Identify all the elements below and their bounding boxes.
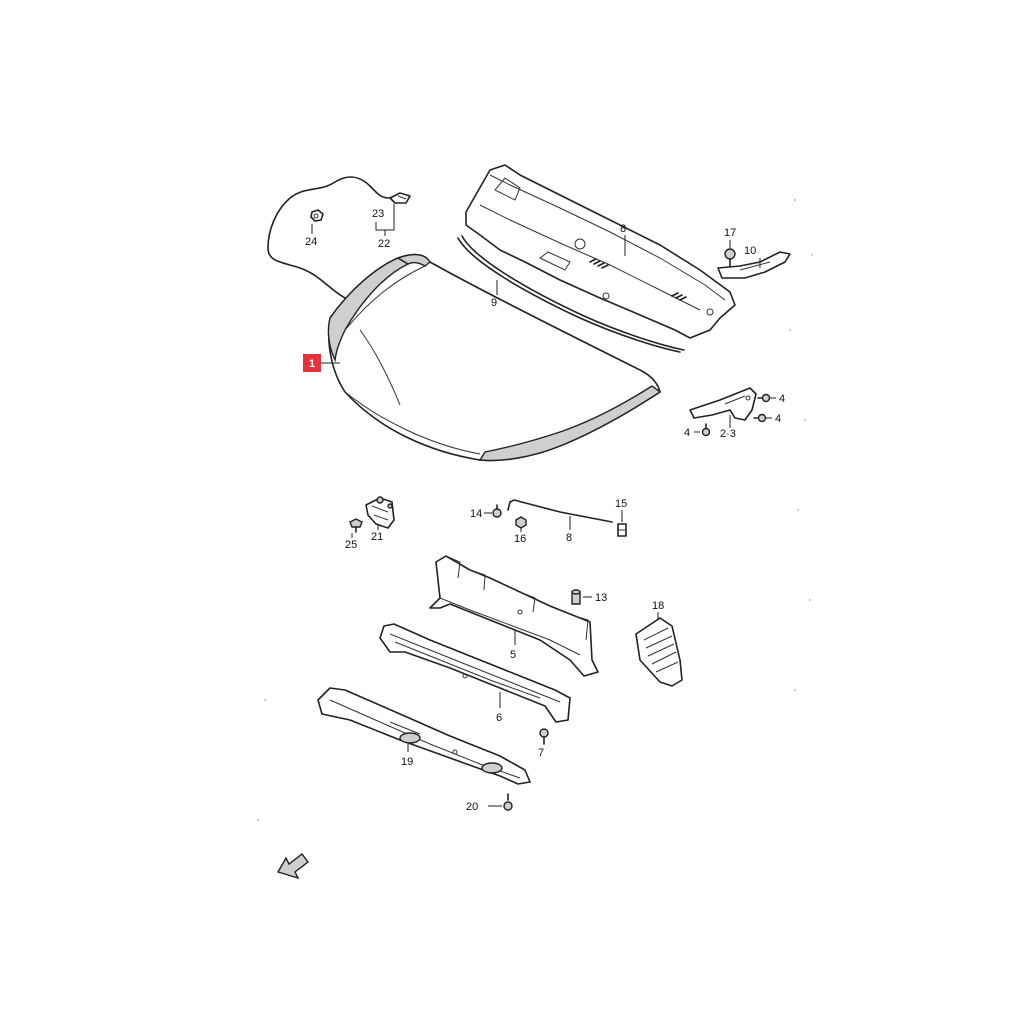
callout-17: 17 xyxy=(724,227,736,239)
bolt-25 xyxy=(349,518,363,533)
cowl-side-trim xyxy=(717,251,791,279)
callout-10: 9 xyxy=(491,297,497,309)
bolt-20 xyxy=(503,793,513,811)
callout-4b: 4 xyxy=(775,413,781,425)
callout-22: 22 xyxy=(378,238,390,250)
hood-panel xyxy=(327,253,662,462)
radiator-support-upper xyxy=(429,555,599,677)
callout-19: 19 xyxy=(401,756,413,768)
callout-21: 21 xyxy=(371,531,383,543)
callout-5: 5 xyxy=(510,649,516,661)
front-direction-arrow-icon xyxy=(276,853,309,880)
clip-16 xyxy=(515,516,527,529)
callout-11-12: 10 xyxy=(744,245,756,257)
callout-14: 14 xyxy=(470,508,482,520)
callout-9: 8 xyxy=(620,223,626,235)
holder-15 xyxy=(617,523,627,537)
callout-24: 24 xyxy=(305,236,317,248)
callout-25: 25 xyxy=(345,539,357,551)
cowl-top-panel xyxy=(465,164,736,339)
clip-17 xyxy=(724,248,736,267)
bolt-4b xyxy=(753,413,767,423)
callout-7-final: 7 xyxy=(538,747,544,759)
radiator-support-lower xyxy=(317,687,531,785)
hood-release-cable xyxy=(267,176,411,299)
bracket-18 xyxy=(635,617,683,687)
grommet-14 xyxy=(492,504,502,518)
callout-23: 23 xyxy=(372,208,384,220)
hood-seal-strip xyxy=(457,235,685,353)
callout-18: 18 xyxy=(652,600,664,612)
callout-4a: 4 xyxy=(779,393,785,405)
bumper-reinforcement xyxy=(379,623,571,723)
bolt-4a xyxy=(757,393,771,403)
callout-20: 20 xyxy=(466,801,478,813)
callout-6: 6 xyxy=(496,712,502,724)
bolt-7 xyxy=(539,728,549,745)
bumper-13 xyxy=(571,589,581,605)
hood-latch xyxy=(365,496,395,529)
callout-1: 1 xyxy=(309,358,315,370)
bolt-4c xyxy=(701,423,711,437)
callout-8: 8 xyxy=(566,532,572,544)
callout-16: 16 xyxy=(514,533,526,545)
callout-2-3: 2·3 xyxy=(720,428,736,440)
callout-15: 15 xyxy=(615,498,627,510)
callout-4c: 4 xyxy=(684,427,690,439)
callout-1-highlight xyxy=(303,354,321,372)
hood-support-rod xyxy=(507,499,613,523)
scan-specks xyxy=(257,199,813,821)
callout-13: 13 xyxy=(595,592,607,604)
hood-hinge xyxy=(689,387,757,421)
